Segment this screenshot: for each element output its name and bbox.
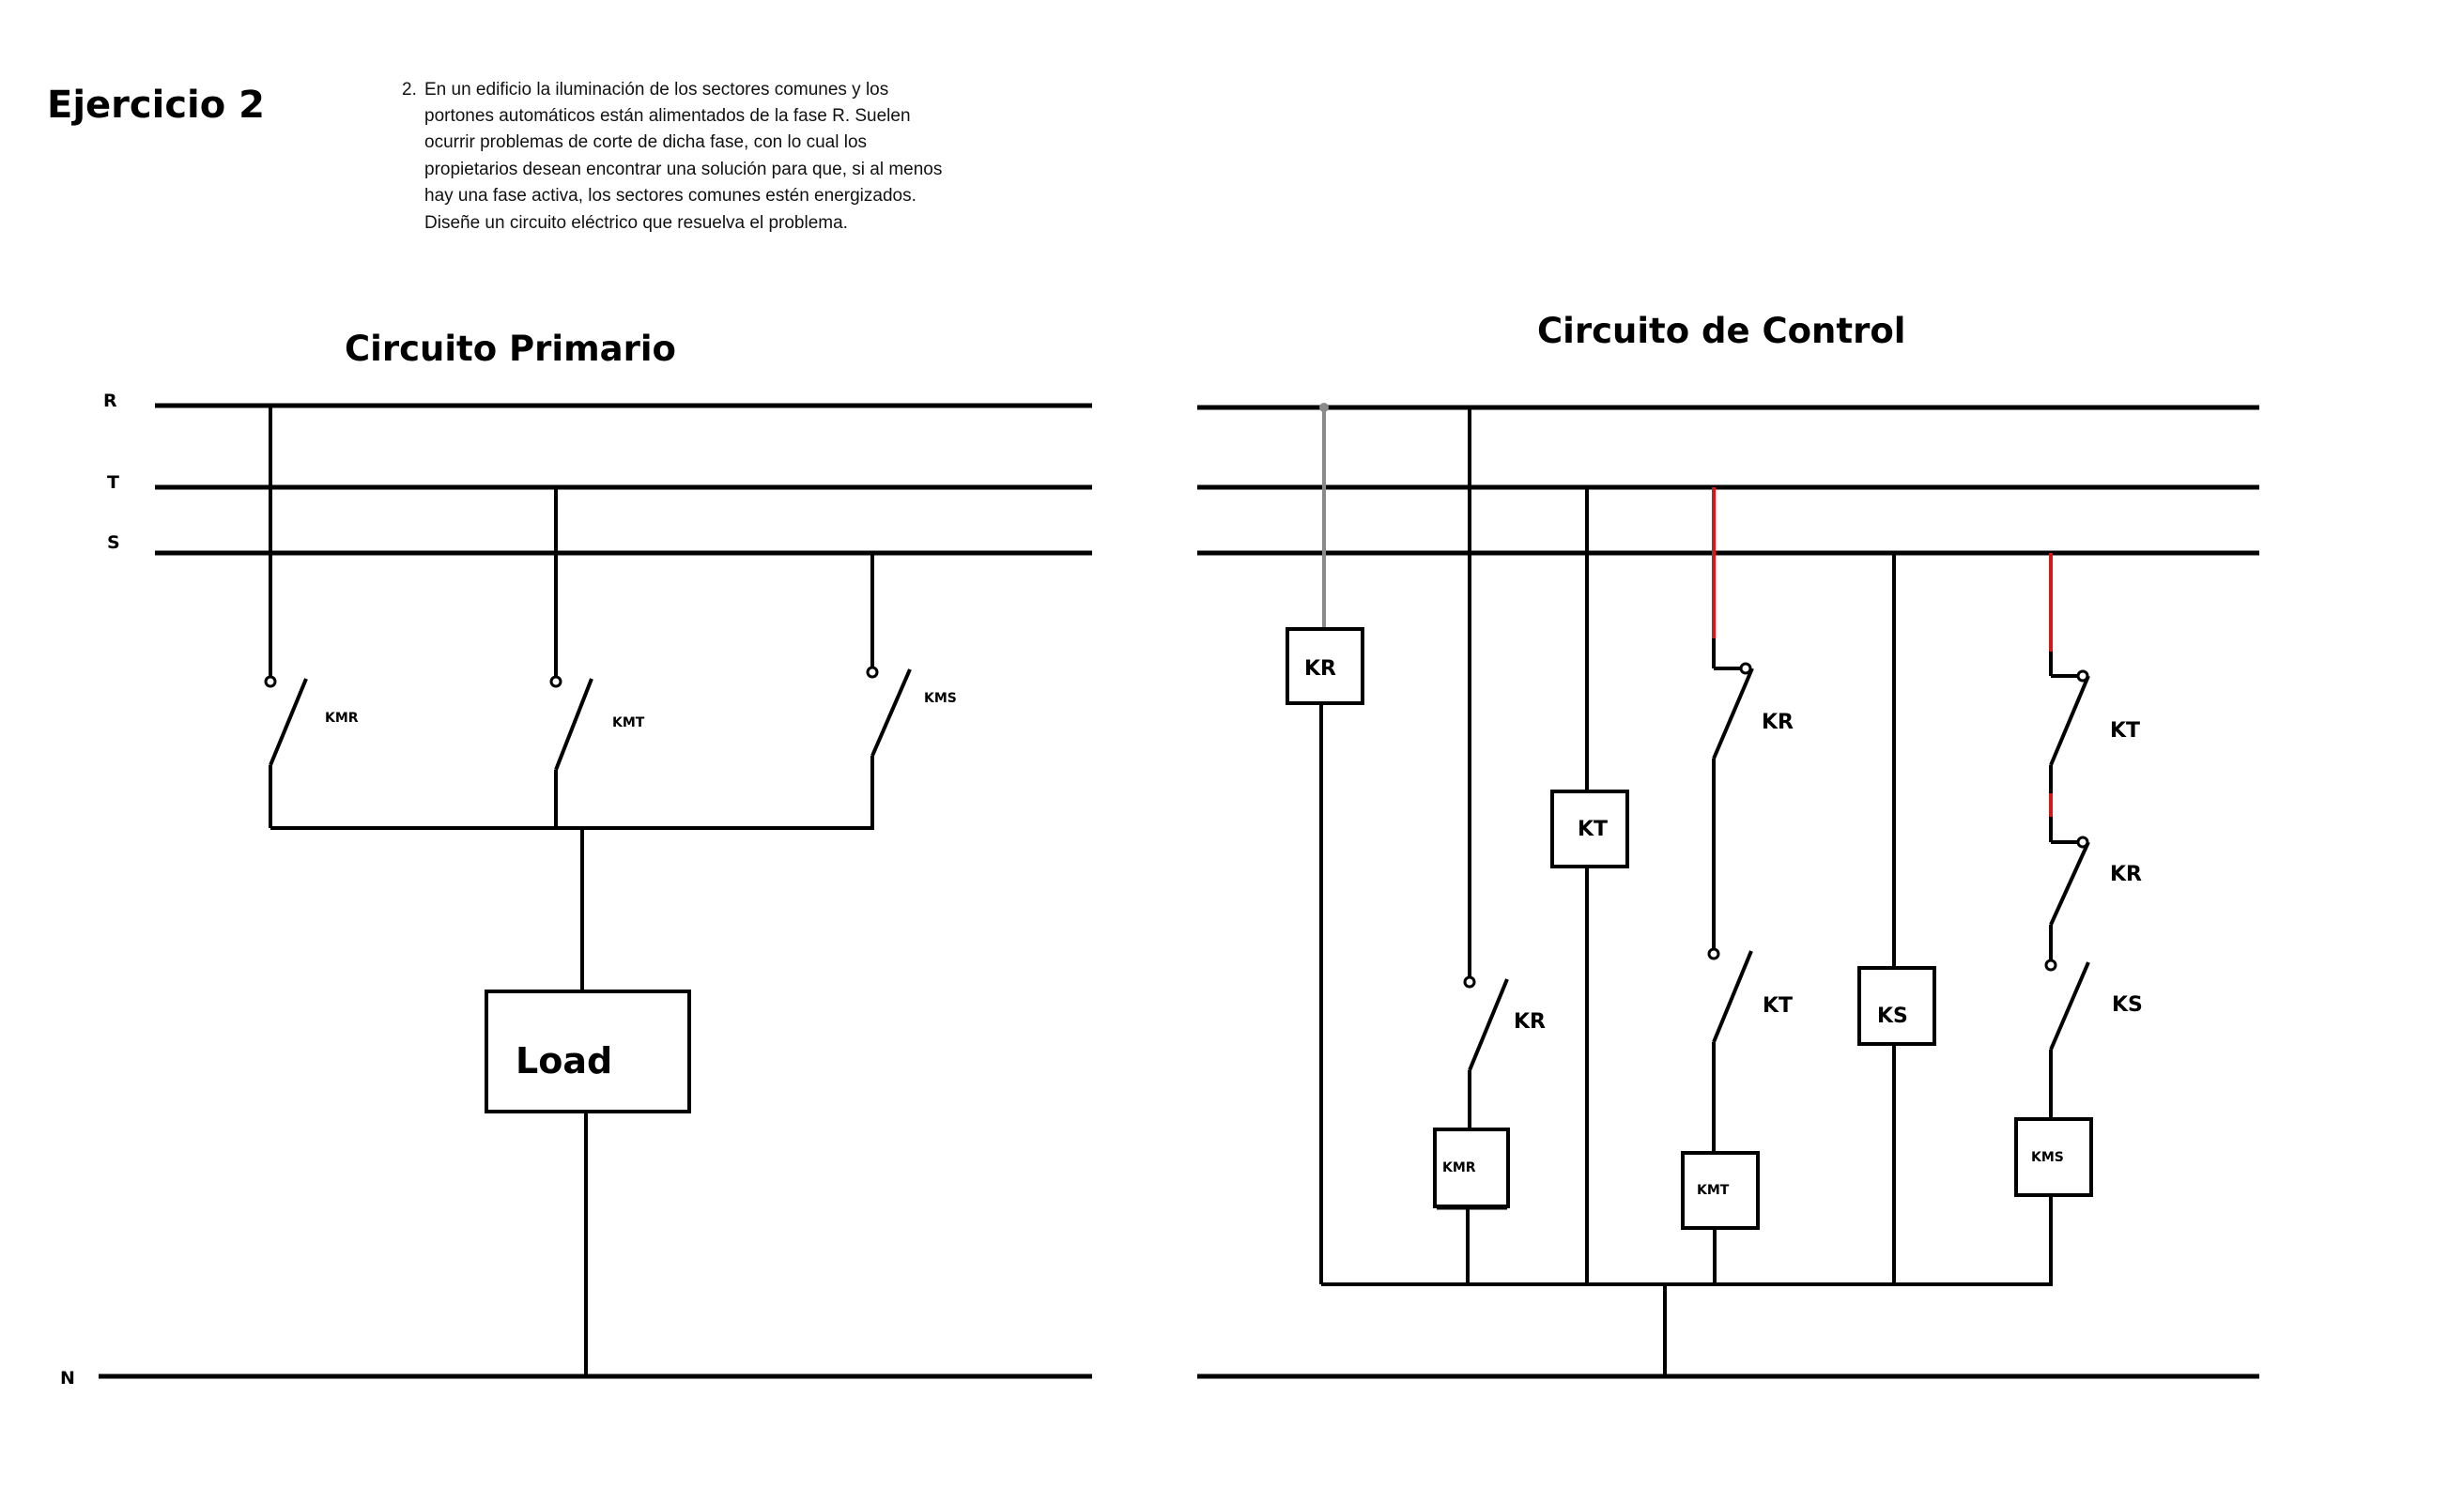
kms-coil-branch <box>2014 553 2093 1284</box>
kmt-power-contact <box>549 487 593 828</box>
kt-no-contact-label: KT <box>1763 994 1793 1018</box>
kr-no-contact-label: KR <box>1514 1010 1546 1034</box>
kt-coil-label: KT <box>1578 818 1608 841</box>
kr-nc-contact-label-2: KR <box>2110 863 2142 886</box>
control-circuit-title: Circuito de Control <box>1537 311 1905 351</box>
statement-line-1: En un edificio la iluminación de los sec… <box>424 80 888 100</box>
kr-nc-contact-label: KR <box>1762 711 1794 734</box>
load-box <box>485 990 691 1113</box>
statement-line-6: Diseñe un circuito eléctrico que resuelv… <box>424 213 848 233</box>
primary-circuit: Circuito Primario R T S N KMR KMT <box>60 329 1092 1389</box>
ks-coil-branch <box>1857 553 1936 1284</box>
kt-coil-branch <box>1550 487 1629 1284</box>
primary-circuit-title: Circuito Primario <box>345 329 676 369</box>
statement-line-5: hay una fase activa, los sectores comune… <box>424 186 916 206</box>
bus-label-s: S <box>107 532 120 553</box>
kms-contact-label: KMS <box>924 691 957 706</box>
statement-number: 2. <box>402 80 417 100</box>
kmt-coil-branch <box>1681 487 1760 1286</box>
control-circuit: Circuito de Control KR KR KMR <box>1197 311 2259 1379</box>
kmr-coil-branch <box>1433 407 1510 1284</box>
bus-label-n: N <box>60 1368 75 1389</box>
kr-coil-label: KR <box>1304 657 1336 681</box>
kms-coil-label: KMS <box>2031 1150 2064 1165</box>
statement-line-2: portones automáticos están alimentados d… <box>424 106 911 126</box>
kmt-contact-label: KMT <box>612 715 645 730</box>
statement-line-4: propietarios desean encontrar una soluci… <box>424 160 942 179</box>
ks-coil-label: KS <box>1877 1005 1908 1028</box>
kr-coil-branch <box>1286 403 1364 1284</box>
bus-label-r: R <box>103 391 117 411</box>
statement-line-3: ocurrir problemas de corte de dicha fase… <box>424 132 867 152</box>
kt-nc-contact-label: KT <box>2110 719 2140 743</box>
exercise-title: Ejercicio 2 <box>47 84 265 127</box>
load-label: Load <box>516 1040 612 1082</box>
kmt-coil-label: KMT <box>1697 1183 1730 1198</box>
bus-label-t: T <box>107 472 119 493</box>
kmr-contact-label: KMR <box>325 711 359 726</box>
problem-statement: 2. En un edificio la iluminación de los … <box>402 80 942 233</box>
kmr-power-contact <box>264 406 308 828</box>
kms-power-contact <box>866 553 912 828</box>
kmr-coil-label: KMR <box>1442 1160 1476 1175</box>
ks-no-contact-label: KS <box>2112 993 2143 1017</box>
